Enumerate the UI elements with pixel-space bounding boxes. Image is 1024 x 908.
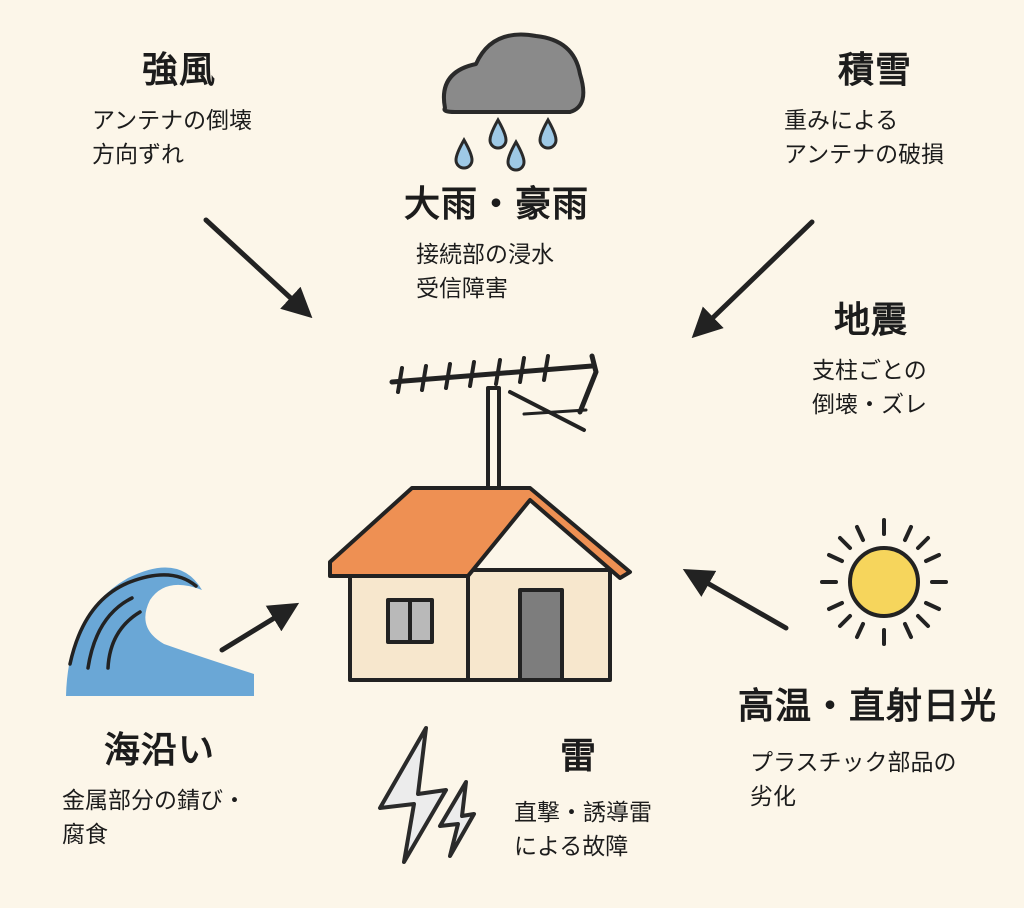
wave-icon (66, 567, 254, 696)
arrow-coast (219, 602, 300, 653)
raindrop-icon (488, 116, 508, 150)
hazard-rain: 大雨・豪雨 接続部の浸水 受信障害 (404, 184, 604, 306)
rain-cloud-icon (442, 32, 586, 172)
hazard-description: プラスチック部品の 劣化 (750, 750, 957, 810)
hazard-title: 高温・直射日光 (738, 686, 998, 727)
raindrop-icon (506, 138, 526, 172)
raindrop-icon (454, 136, 474, 170)
sun-icon (820, 518, 948, 646)
hazard-title: 大雨・豪雨 (404, 184, 590, 225)
hazard-title: 積雪 (838, 50, 913, 91)
hazard-description: 支柱ごとの 倒壊・ズレ (812, 358, 927, 418)
hazard-description: 金属部分の錆び・ 腐食 (62, 788, 246, 848)
hazard-coast: 海沿い 金属部分の錆び・ 腐食 (62, 730, 302, 852)
hazard-title: 雷 (560, 736, 598, 777)
house-icon (328, 486, 632, 682)
door-icon (518, 588, 564, 682)
arrow-wind (203, 217, 313, 319)
arrow-heat (682, 569, 789, 631)
hazard-description: 重みによる アンテナの破損 (784, 108, 945, 168)
lightning-icon (378, 726, 476, 864)
hazard-earthquake: 地震 支柱ごとの 倒壊・ズレ (812, 300, 992, 422)
hazard-snow: 積雪 重みによる アンテナの破損 (784, 50, 984, 172)
hazard-title: 海沿い (104, 730, 216, 771)
hazard-title: 強風 (142, 50, 217, 91)
hazard-wind: 強風 アンテナの倒壊 方向ずれ (92, 50, 322, 172)
hazard-title: 地震 (834, 300, 909, 341)
hazard-description: 直撃・誘導雷 による故障 (514, 800, 652, 860)
hazard-lightning: 雷 直撃・誘導雷 による故障 (514, 736, 694, 864)
hazard-heat: 高温・直射日光 プラスチック部品の 劣化 (738, 686, 1018, 814)
raindrop-icon (538, 116, 558, 150)
hazard-description: 接続部の浸水 受信障害 (416, 242, 554, 302)
hazard-description: アンテナの倒壊 方向ずれ (92, 108, 253, 168)
arrow-snow (691, 219, 815, 339)
antenna-icon (389, 353, 599, 490)
